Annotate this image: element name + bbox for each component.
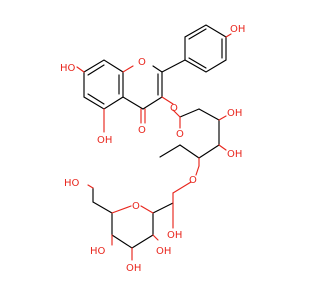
- label-oh-4prime: OH: [230, 24, 245, 35]
- label-o-sugar1-ring: O: [176, 129, 184, 140]
- label-oh-sugar1-b: OH: [227, 149, 242, 160]
- carbon-bonds: [83, 24, 227, 249]
- oxygen-bonds: [76, 33, 232, 261]
- label-oh-sugar2-d: OH: [126, 263, 141, 274]
- label-oh-5: OH: [97, 135, 112, 146]
- molecule-structure-diagram: HO OH O O OH O OH O OH O HO O OH HO OH O…: [60, 24, 245, 274]
- atom-labels: HO OH O O OH O OH O OH O HO O OH HO OH O…: [60, 24, 245, 274]
- label-oh-sugar2-b: HO: [90, 246, 106, 257]
- label-oh-sugar2-a: OH: [167, 230, 182, 241]
- label-oh-sugar2-c: OH: [156, 246, 171, 257]
- label-o-glycosidic-3: O: [170, 103, 178, 114]
- label-o-link: O: [189, 175, 197, 186]
- label-o-sugar2-ring: O: [132, 201, 140, 212]
- label-o-pyranone: O: [138, 57, 146, 68]
- label-oh-7: HO: [60, 63, 76, 74]
- label-oh-ch2: HO: [64, 178, 80, 189]
- label-ketone-o: O: [138, 125, 146, 136]
- label-oh-sugar1-a: OH: [227, 108, 242, 119]
